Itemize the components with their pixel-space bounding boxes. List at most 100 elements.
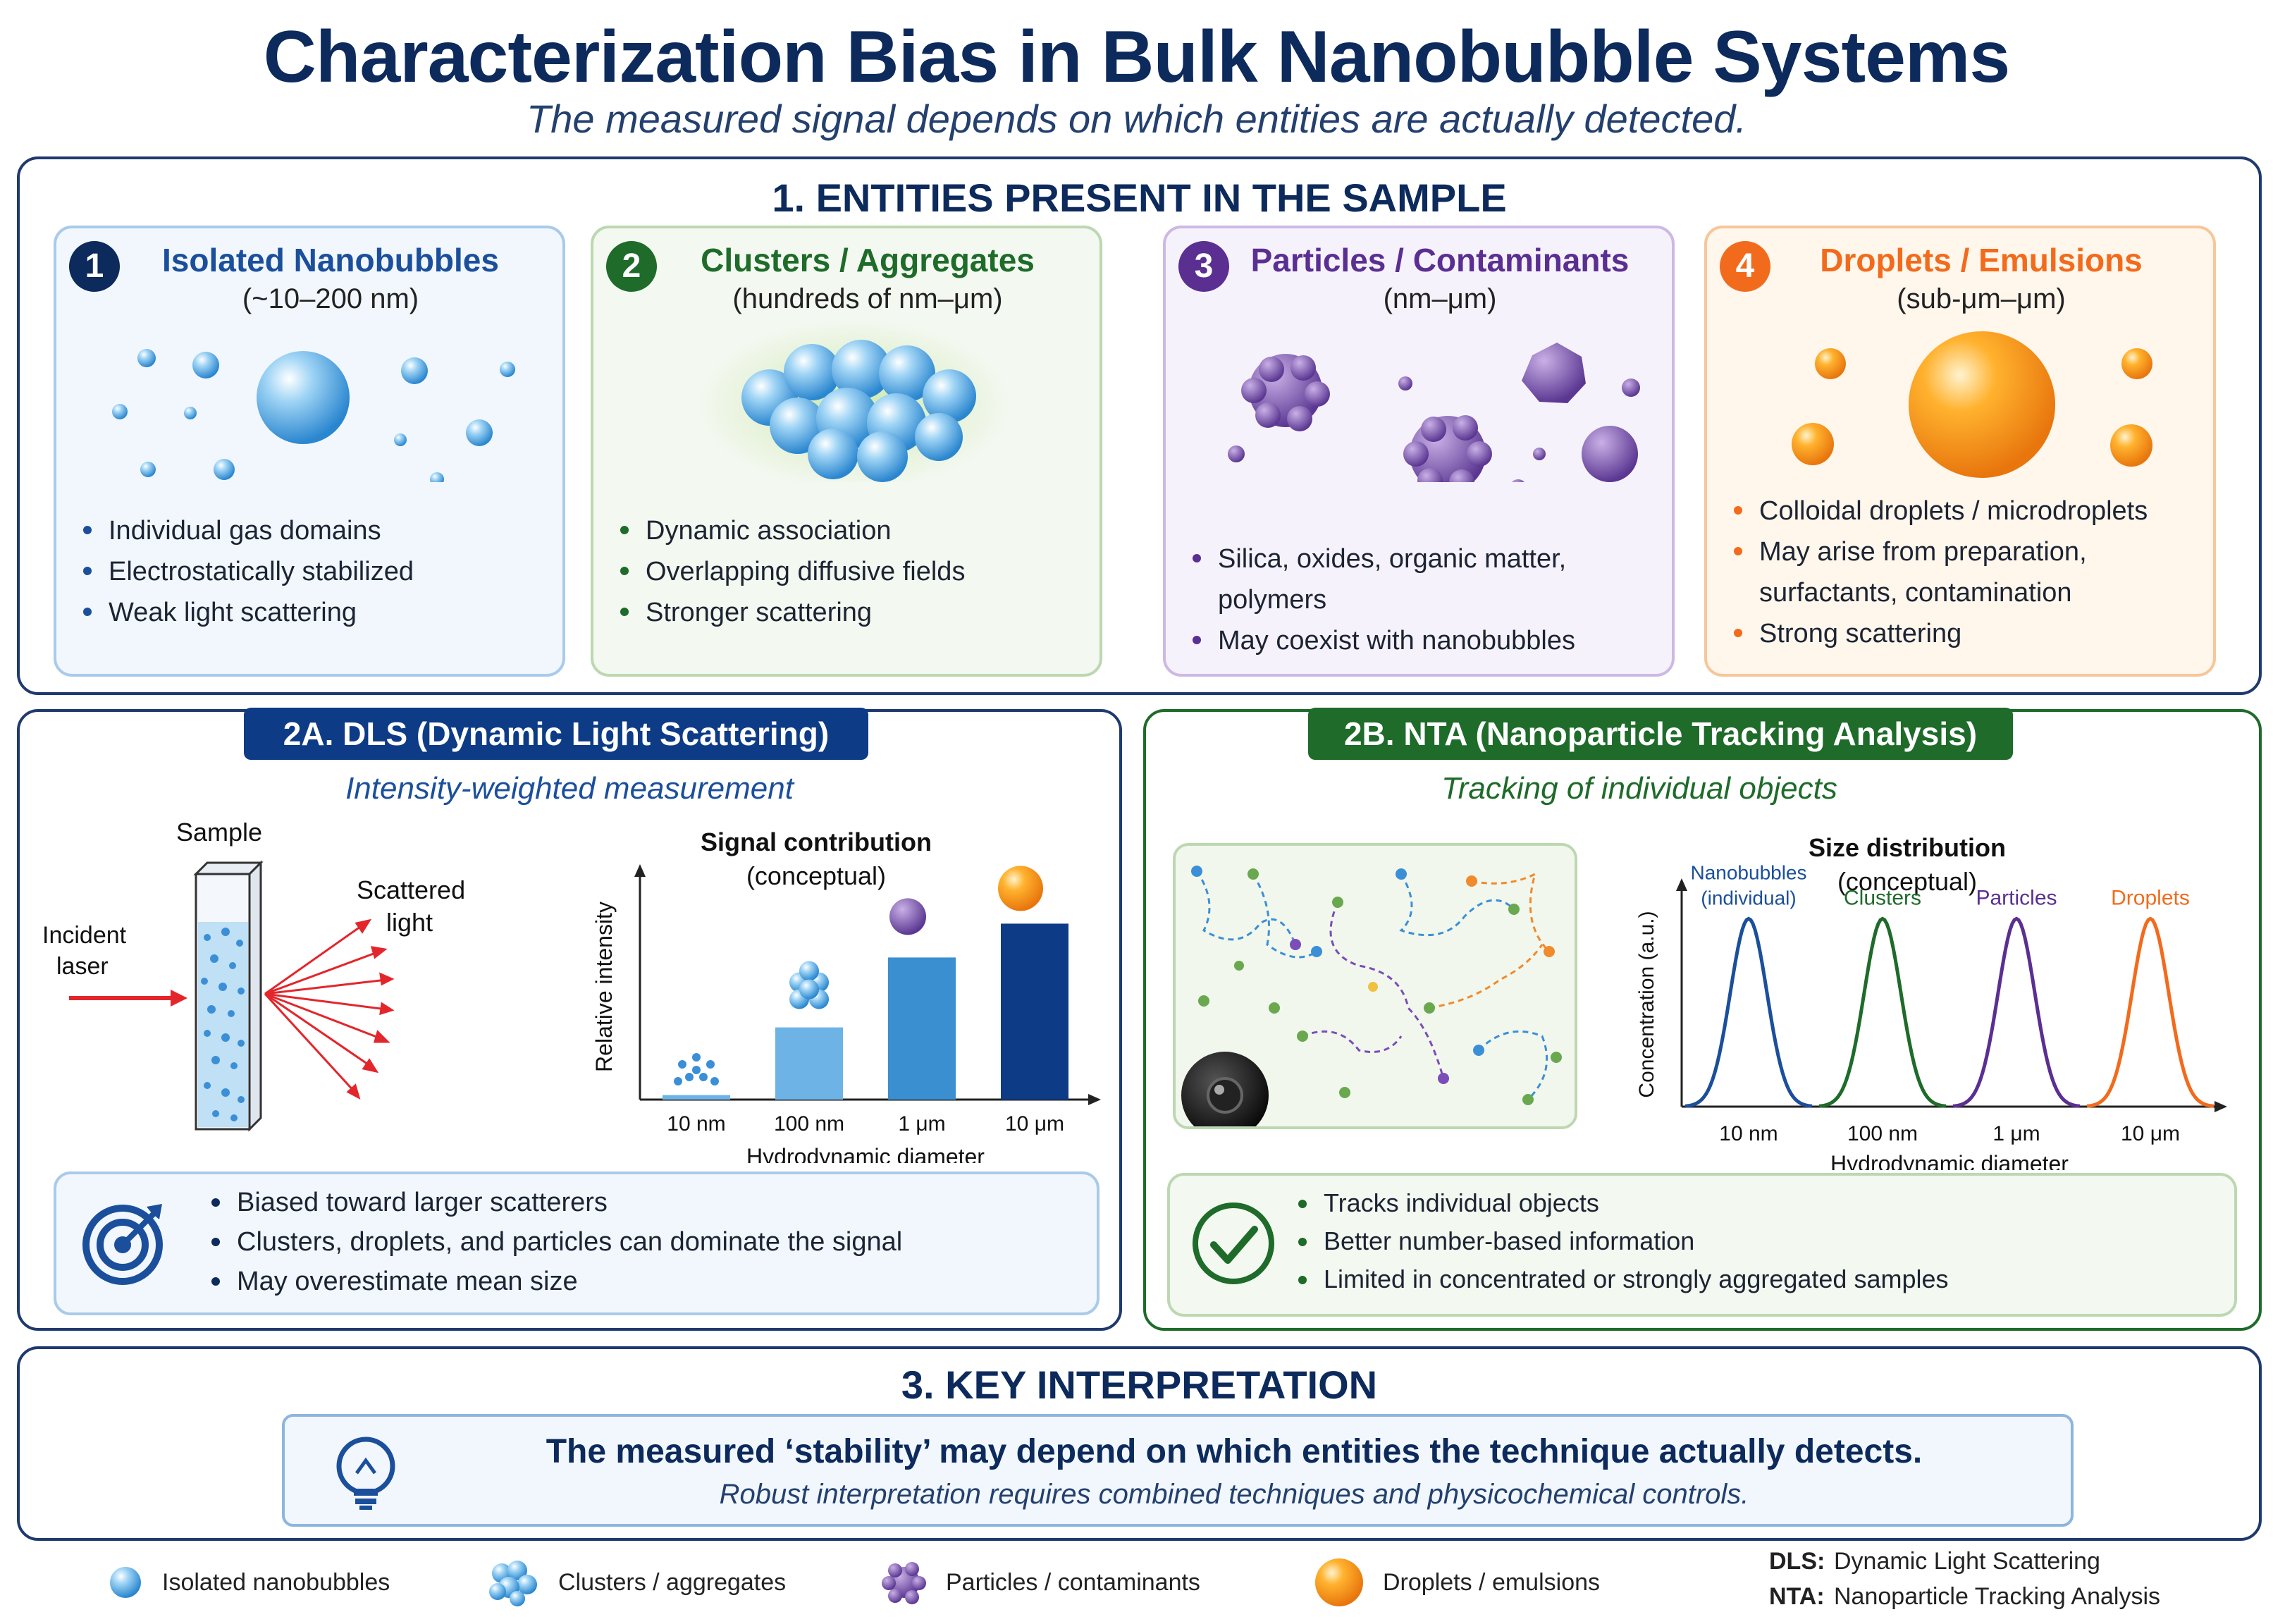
list-item: Overlapping diffusive fields: [615, 551, 1087, 592]
card-droplets-emulsions: 4 Droplets / Emulsions (sub-μm–μm) Collo…: [1704, 226, 2216, 677]
key-interpretation-heading: 3. KEY INTERPRETATION: [901, 1362, 1378, 1407]
card-bullets: Colloidal droplets / microdroplets May a…: [1728, 491, 2200, 654]
particle-tracks-illustration: [1181, 866, 1562, 1139]
nta-chart-title-2: (conceptual): [1837, 867, 1978, 896]
page-title: Characterization Bias in Bulk Nanobubble…: [263, 16, 2011, 98]
dls-setup-illustration: [69, 860, 395, 1132]
distribution-curve: [2086, 916, 2215, 1108]
card-clusters-aggregates: 2 Clusters / Aggregates (hundreds of nm–…: [591, 226, 1102, 677]
cluster-marker: [799, 979, 819, 999]
bar: [775, 1027, 843, 1100]
list-item: Tracks individual objects: [1291, 1184, 1949, 1222]
nanobubble-marker: [685, 1073, 694, 1081]
dls-chart-title-2: (conceptual): [746, 861, 887, 890]
x-tick-label: 10 μm: [1005, 1112, 1064, 1136]
list-item: Silica, oxides, organic matter, polymers: [1187, 539, 1659, 620]
card-size-range: (sub-μm–μm): [1897, 283, 2066, 314]
card-size-range: (nm–μm): [1383, 283, 1497, 314]
scattered-label-2: light: [386, 908, 433, 937]
number-badge: 4: [1720, 241, 1770, 292]
dls-chart-title-1: Signal contribution: [701, 828, 932, 856]
sample-label: Sample: [176, 818, 263, 847]
legend-item-droplets: Droplets / emulsions: [1312, 1558, 1600, 1607]
card-size-range: (~10–200 nm): [242, 283, 419, 314]
nanobubble-marker: [692, 1053, 701, 1062]
list-item: Clusters, droplets, and particles can do…: [204, 1222, 902, 1262]
x-tick-label: 100 nm: [774, 1112, 844, 1136]
incident-label-1: Incident: [42, 922, 127, 949]
x-tick-label: 1 μm: [898, 1112, 945, 1136]
page-subtitle: The measured signal depends on which ent…: [526, 97, 1747, 141]
card-bullets: Silica, oxides, organic matter, polymers…: [1187, 539, 1659, 661]
key-interpretation-section: 3. KEY INTERPRETATION The measured ‘stab…: [17, 1346, 2262, 1541]
nta-section: 2B. NTA (Nanoparticle Tracking Analysis)…: [1143, 708, 2262, 1331]
checkmark-icon: [1193, 1202, 1274, 1284]
x-axis-label: Hydrodynamic diameter: [1830, 1151, 2069, 1170]
distribution-curve: [1818, 916, 1947, 1108]
card-isolated-nanobubbles: 1 Isolated Nanobubbles (~10–200 nm) Indi…: [54, 226, 565, 677]
card-bullets: Individual gas domains Electrostatically…: [78, 510, 550, 633]
droplet-marker: [998, 866, 1043, 911]
card-particles-contaminants: 3 Particles / Contaminants (nm–μm) Silic: [1163, 226, 1675, 677]
droplets-illustration: [1792, 331, 2152, 478]
card-title: Particles / Contaminants: [1250, 242, 1630, 278]
dls-subtitle: Intensity-weighted measurement: [345, 771, 794, 806]
list-item: May arise from preparation, surfactants,…: [1728, 531, 2200, 613]
list-item: Strong scattering: [1728, 613, 2200, 654]
incident-label-2: laser: [56, 953, 109, 980]
entities-section: 1. ENTITIES PRESENT IN THE SAMPLE 1 Isol…: [17, 156, 2262, 695]
abbreviation-dls: DLS: Dynamic Light Scattering: [1769, 1548, 2100, 1575]
cluster-icon: [489, 1561, 537, 1606]
bar: [1001, 923, 1068, 1100]
list-item: Biased toward larger scatterers: [204, 1183, 902, 1222]
dls-summary-list: Biased toward larger scatterers Clusters…: [204, 1183, 902, 1301]
nanobubble-marker: [674, 1077, 682, 1085]
nta-distribution-chart: Concentration (a.u.) Hydrodynamic diamete…: [1635, 861, 2227, 1170]
distribution-curve: [1952, 916, 2081, 1108]
x-tick-label: 10 μm: [2121, 1122, 2180, 1145]
x-tick-label: 1 μm: [1992, 1122, 2040, 1145]
cluster-illustration: [699, 320, 1009, 482]
distribution-curve: [1684, 916, 1813, 1108]
list-item: Colloidal droplets / microdroplets: [1728, 491, 2200, 531]
key-message-box: The measured ‘stability’ may depend on w…: [282, 1414, 2074, 1527]
legend-label: Isolated nanobubbles: [162, 1568, 390, 1596]
x-tick-label: 100 nm: [1847, 1122, 1918, 1145]
list-item: Stronger scattering: [615, 592, 1087, 633]
legend-label: Particles / contaminants: [946, 1568, 1200, 1596]
nta-tab: 2B. NTA (Nanoparticle Tracking Analysis): [1308, 708, 2013, 760]
nta-summary-box: Tracks individual objects Better number-…: [1167, 1173, 2237, 1317]
x-axis-label: Hydrodynamic diameter: [746, 1144, 985, 1163]
series-label: Droplets: [2111, 886, 2190, 909]
droplet-icon: [1315, 1558, 1363, 1606]
entities-heading: 1. ENTITIES PRESENT IN THE SAMPLE: [772, 176, 1507, 220]
particles-illustration: [1228, 343, 1640, 482]
legend-label: Clusters / aggregates: [558, 1568, 787, 1596]
list-item: May coexist with nanobubbles: [1187, 620, 1659, 661]
particle-marker: [889, 898, 926, 935]
nanobubbles-illustration: [112, 349, 515, 482]
y-axis-label: Concentration (a.u.): [1635, 911, 1658, 1097]
nanobubble-marker: [692, 1066, 701, 1074]
list-item: Dynamic association: [615, 510, 1087, 551]
scattered-label-1: Scattered: [357, 875, 466, 904]
card-size-range: (hundreds of nm–μm): [732, 283, 1003, 314]
card-bullets: Dynamic association Overlapping diffusiv…: [615, 510, 1087, 633]
series-label: (individual): [1701, 887, 1796, 909]
list-item: Weak light scattering: [78, 592, 550, 633]
abbreviation: DLS:: [1769, 1548, 1825, 1575]
abbreviation-full: Dynamic Light Scattering: [1834, 1548, 2100, 1575]
list-item: May overestimate mean size: [204, 1262, 902, 1301]
nta-subtitle: Tracking of individual objects: [1441, 771, 1837, 806]
nanobubble-marker: [710, 1077, 719, 1085]
abbreviation-full: Nanoparticle Tracking Analysis: [1834, 1583, 2161, 1610]
list-item: Better number-based information: [1291, 1222, 1949, 1260]
legend-item-clusters: Clusters / aggregates: [485, 1558, 786, 1607]
bar: [663, 1095, 730, 1100]
card-title: Droplets / Emulsions: [1820, 242, 2143, 278]
nanobubble-icon: [110, 1567, 141, 1598]
abbreviation: NTA:: [1769, 1583, 1825, 1610]
series-label: Nanobubbles: [1690, 861, 1806, 883]
dls-section: 2A. DLS (Dynamic Light Scattering) Inten…: [17, 708, 1122, 1331]
number-badge: 1: [69, 241, 120, 292]
